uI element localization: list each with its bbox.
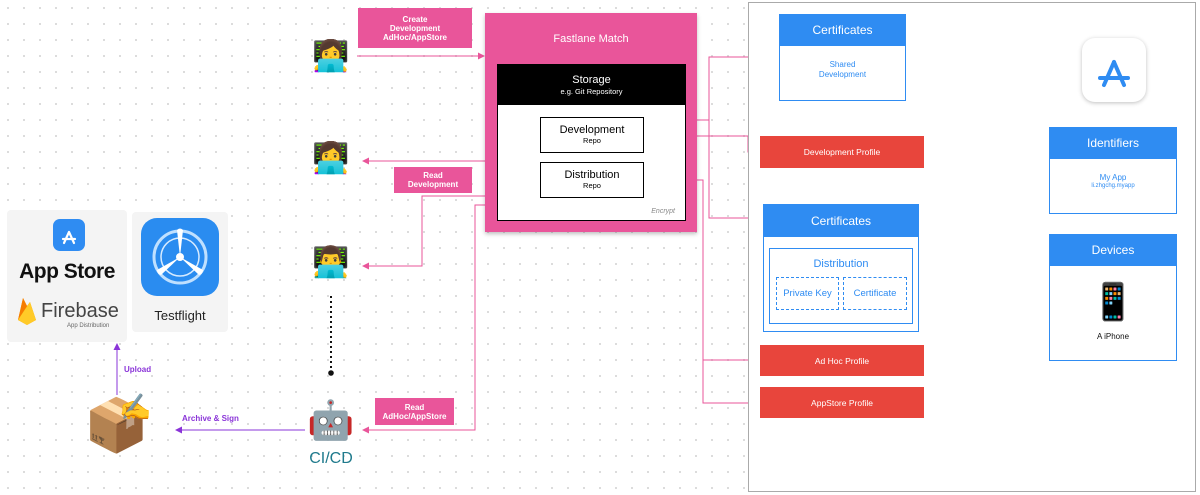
store-card-testflight: Testflight [132,212,228,332]
private-key-box: Private Key [776,277,839,310]
development-profile: Development Profile [760,136,924,168]
read-adhoc-label: Read AdHoc/AppStore [375,398,454,425]
read-development-label: Read Development [394,167,472,193]
development-repo-box: Development Repo [540,117,644,153]
testflight-icon [141,218,219,296]
certificates-distribution-box: Certificates Distribution Private Key Ce… [763,204,919,332]
app-store-connect-icon [1082,38,1146,102]
identifiers-box: Identifiers My App li.zhgchg.myapp [1049,127,1177,214]
adhoc-profile: Ad Hoc Profile [760,345,924,376]
appstore-profile: AppStore Profile [760,387,924,418]
developer-icon-3: 👨‍💻 [312,246,350,279]
storage-title: Storage [572,74,611,86]
devices-title: Devices [1050,235,1176,266]
iphone-icon: 📱 [1090,281,1136,322]
identifiers-app-name: My App [1099,173,1127,182]
cicd-label: CI/CD [309,450,353,467]
package-icon: 📦 [84,397,149,455]
read-dev-line1: Read [423,171,443,180]
archive-sign-label: Archive & Sign [182,414,239,423]
read-adhoc-line2: AdHoc/AppStore [382,411,447,421]
certificates-shared-line2: Development [818,70,867,79]
distribution-repo-box: Distribution Repo [540,162,644,198]
storage-box: Storage e.g. Git Repository Development … [497,64,686,221]
development-repo-title: Development [559,124,625,136]
firebase-icon [16,296,38,326]
create-line1: Create [402,14,428,24]
store-card-appstore-firebase: App Store Firebase App Distribution [7,210,127,342]
developer-icon-2: 👩‍💻 [312,142,350,175]
identifiers-title: Identifiers [1050,128,1176,159]
fastlane-match-title: Fastlane Match [553,33,629,45]
distribution-repo-sub: Repo [583,181,601,190]
appstore-icon [53,219,85,251]
certificates-shared-title: Certificates [780,15,905,46]
identifiers-bundle-id: li.zhgchg.myapp [1091,183,1135,189]
distribution-repo-title: Distribution [564,169,620,181]
storage-header: Storage e.g. Git Repository [498,65,685,105]
robot-icon: 🤖 [307,400,355,442]
testflight-label: Testflight [154,308,206,323]
developer-icon-1: 👩‍💻 [312,40,350,73]
appstore-label: App Store [19,260,115,283]
fastlane-match-box: Fastlane Match Storage e.g. Git Reposito… [485,13,697,232]
create-line2: Development [389,23,441,33]
certificate-box: Certificate [843,277,907,310]
firebase-sublabel: App Distribution [67,323,110,329]
certificates-shared-line1: Shared [829,60,856,69]
storage-sub: e.g. Git Repository [560,87,623,96]
development-repo-sub: Repo [583,136,601,145]
distribution-title: Distribution [813,258,869,270]
encrypt-label: Encrypt [651,208,675,215]
distribution-inner-box: Distribution Private Key Certificate [769,248,913,324]
devices-box: Devices 📱 A iPhone [1049,234,1177,361]
read-dev-line2: Development [407,180,459,189]
create-label: Create Development AdHoc/AppStore [358,8,472,48]
pen-icon: ✍️ [119,392,152,422]
device-name: A iPhone [1096,332,1130,341]
firebase-label: Firebase [41,300,119,322]
certificates-distribution-title: Certificates [764,205,918,237]
create-line3: AdHoc/AppStore [383,32,447,42]
read-adhoc-line1: Read [404,402,425,412]
certificates-shared-box: Certificates Shared Development [779,14,906,101]
upload-label: Upload [124,365,152,374]
